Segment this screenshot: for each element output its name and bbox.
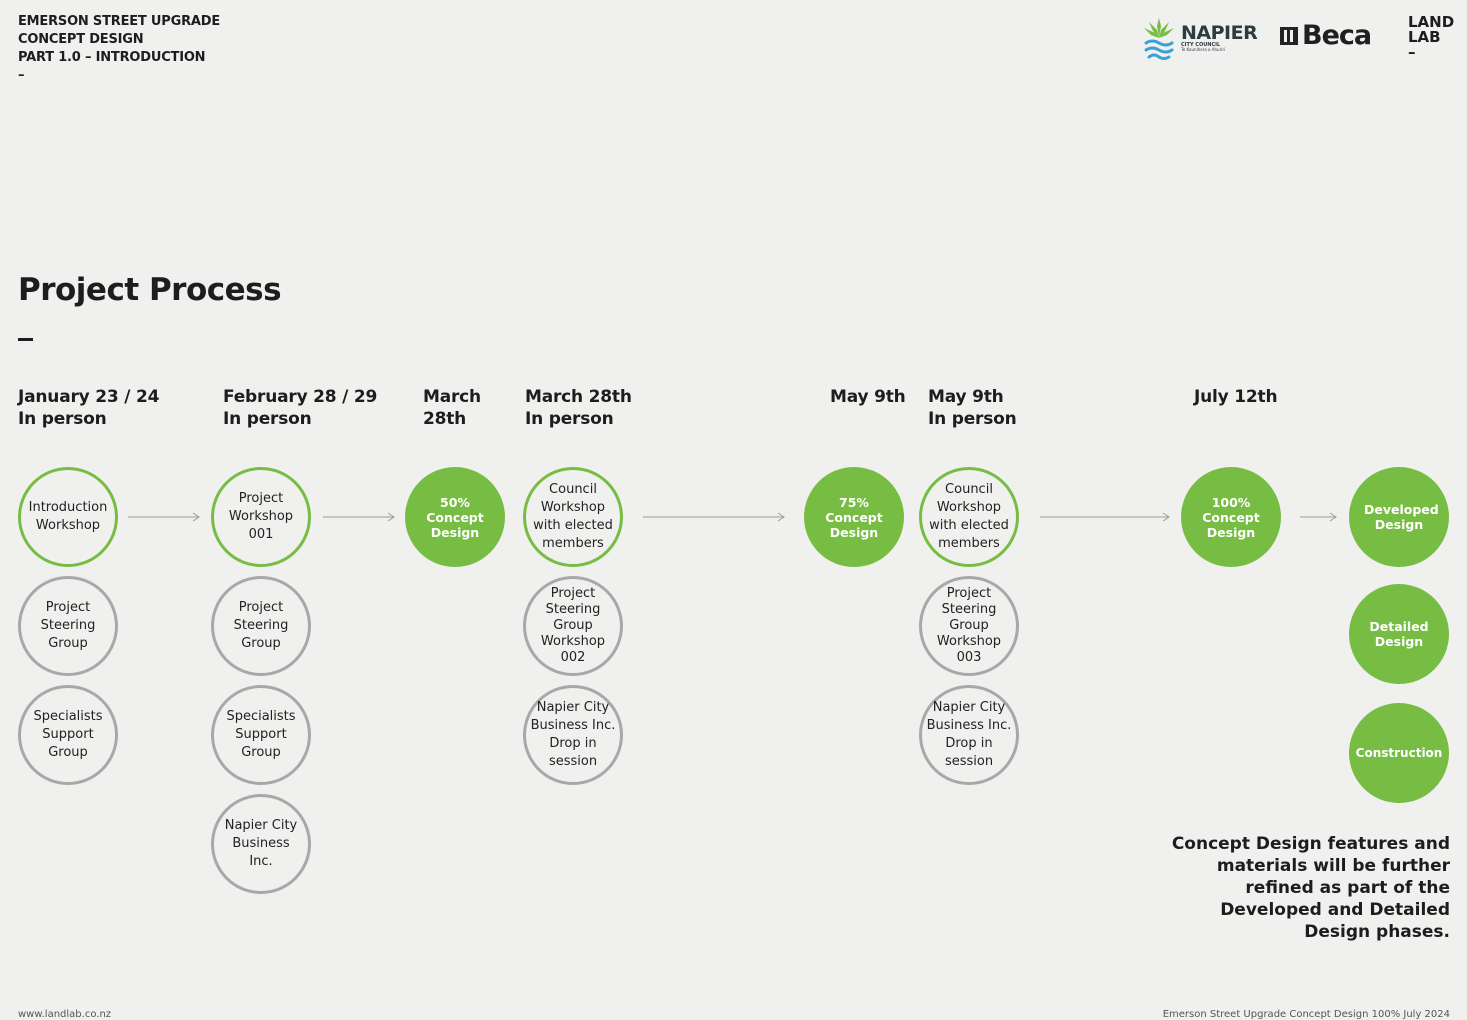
date-may-in-person: May 9th In person xyxy=(928,386,1017,430)
beca-logo: Beca xyxy=(1280,20,1372,51)
date-february: February 28 / 29 In person xyxy=(223,386,377,430)
date-line: In person xyxy=(928,409,1017,429)
node-project-steering-group: Project Steering Group xyxy=(18,576,118,676)
node-label: Council Workshop with elected members xyxy=(929,482,1009,551)
node-business-drop-in-session: Napier City Business Inc. Drop in sessio… xyxy=(523,685,623,785)
header-dash: – xyxy=(18,68,25,83)
date-line: March 28th xyxy=(525,387,632,407)
document-header: EMERSON STREET UPGRADE CONCEPT DESIGN PA… xyxy=(18,13,220,85)
node-council-workshop: Council Workshop with elected members xyxy=(523,467,623,567)
node-label: Project Steering Group Workshop 003 xyxy=(936,586,1002,665)
node-psg-workshop-003: Project Steering Group Workshop 003 xyxy=(919,576,1019,676)
node-project-steering-group: Project Steering Group xyxy=(211,576,311,676)
node-label: Project Steering Group xyxy=(40,600,96,651)
node-label: Introduction Workshop xyxy=(28,500,108,533)
node-label: 50% Concept Design xyxy=(426,494,484,540)
header-stage: CONCEPT DESIGN xyxy=(18,32,144,47)
node-label: Napier City Business Inc. xyxy=(224,818,298,869)
page-title: Project Process xyxy=(18,272,282,308)
node-introduction-workshop: Introduction Workshop xyxy=(18,467,118,567)
date-line: In person xyxy=(18,409,107,429)
date-march-in-person: March 28th In person xyxy=(525,386,632,430)
node-business-drop-in-session: Napier City Business Inc. Drop in sessio… xyxy=(919,685,1019,785)
date-line: 28th xyxy=(423,409,467,429)
date-january: January 23 / 24 In person xyxy=(18,386,159,430)
node-label: Specialists Support Group xyxy=(33,709,103,760)
date-line: May 9th xyxy=(830,387,906,407)
node-label: Napier City Business Inc. Drop in sessio… xyxy=(926,700,1012,769)
footer-document-info: Emerson Street Upgrade Concept Design 10… xyxy=(1162,1009,1450,1020)
node-label: Specialists Support Group xyxy=(226,709,296,760)
beca-logo-name: Beca xyxy=(1302,20,1372,51)
date-march-concept: March 28th xyxy=(423,386,481,430)
node-construction: Construction xyxy=(1349,703,1449,803)
date-line: July 12th xyxy=(1194,387,1278,407)
date-line: March xyxy=(423,387,481,407)
land-lab-line1: LAND xyxy=(1408,13,1455,31)
date-line: January 23 / 24 xyxy=(18,387,160,407)
node-detailed-design: Detailed Design xyxy=(1349,584,1449,684)
node-label: 75% Concept Design xyxy=(825,494,883,540)
napier-emblem-icon xyxy=(1143,16,1175,60)
footer-website: www.landlab.co.nz xyxy=(18,1009,112,1020)
node-psg-workshop-002: Project Steering Group Workshop 002 xyxy=(523,576,623,676)
napier-logo-tagline: Te Kaunihera o Ahuriri xyxy=(1181,47,1226,52)
date-line: February 28 / 29 xyxy=(223,387,378,407)
node-council-workshop: Council Workshop with elected members xyxy=(919,467,1019,567)
date-line: In person xyxy=(525,409,614,429)
node-100-concept-design: 100% Concept Design xyxy=(1181,467,1281,567)
node-developed-design: Developed Design xyxy=(1349,467,1449,567)
napier-city-council-logo: NAPIER CITY COUNCIL Te Kaunihera o Ahuri… xyxy=(1143,16,1258,60)
beca-mark-icon xyxy=(1280,26,1298,45)
napier-logo-name: NAPIER xyxy=(1181,22,1258,44)
node-label: 100% Concept Design xyxy=(1202,494,1260,540)
header-part: PART 1.0 – INTRODUCTION xyxy=(18,50,206,65)
node-specialists-support-group: Specialists Support Group xyxy=(211,685,311,785)
node-label: Project Steering Group xyxy=(233,600,289,651)
node-75-concept-design: 75% Concept Design xyxy=(804,467,904,567)
land-lab-logo: LAND LAB – xyxy=(1408,15,1454,60)
node-label: Developed Design xyxy=(1364,502,1439,532)
node-specialists-support-group: Specialists Support Group xyxy=(18,685,118,785)
land-lab-dash: – xyxy=(1408,43,1416,61)
date-line: In person xyxy=(223,409,312,429)
node-label: Project Steering Group Workshop 002 xyxy=(540,586,606,665)
node-project-workshop-001: Project Workshop 001 xyxy=(211,467,311,567)
napier-logo-sub: CITY COUNCIL xyxy=(1181,42,1221,48)
node-label: Construction xyxy=(1355,745,1443,760)
node-label: Project Workshop 001 xyxy=(228,491,294,542)
node-label: Detailed Design xyxy=(1369,619,1429,649)
date-may-concept: May 9th xyxy=(830,386,906,408)
node-50-concept-design: 50% Concept Design xyxy=(405,467,505,567)
title-dash xyxy=(18,338,33,341)
design-refinement-note: Concept Design features and materials wi… xyxy=(1171,834,1450,942)
node-label: Napier City Business Inc. Drop in sessio… xyxy=(530,700,616,769)
date-line: May 9th xyxy=(928,387,1004,407)
header-project-name: EMERSON STREET UPGRADE xyxy=(18,14,221,29)
node-napier-city-business: Napier City Business Inc. xyxy=(211,794,311,894)
date-july: July 12th xyxy=(1194,386,1278,408)
node-label: Council Workshop with elected members xyxy=(533,482,613,551)
land-lab-line2: LAB xyxy=(1408,28,1441,46)
